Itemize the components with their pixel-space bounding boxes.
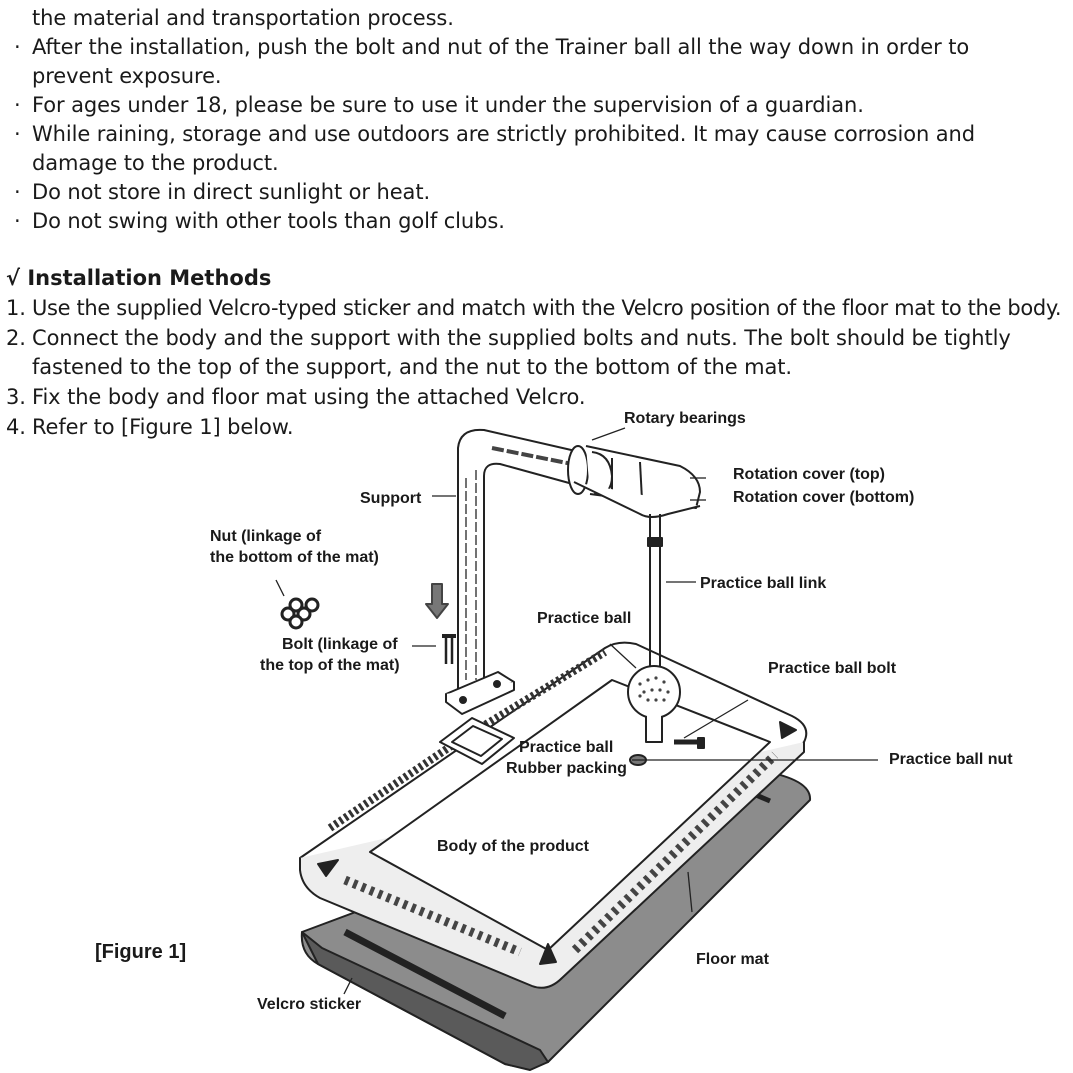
label-practice-ball-nut: Practice ball nut [889,751,1013,768]
label-nut-line1: Nut (linkage of [210,528,322,545]
step-number: 2. [6,326,26,350]
nut-part [280,597,320,630]
label-nut-line2: the bottom of the mat) [210,549,379,566]
bullet-dot: · [14,35,21,59]
step-number: 4. [6,415,26,439]
product-body [299,641,808,989]
bullet-dot: · [14,180,21,204]
installation-heading: √ Installation Methods [6,266,272,290]
step-text: Use the supplied Velcro-typed sticker an… [32,296,1062,320]
caution-line: damage to the product. [32,151,279,175]
leader-lines [275,427,878,995]
label-body-of-product: Body of the product [437,838,589,855]
figure-caption: [Figure 1] [95,941,187,963]
label-support: Support [360,490,422,507]
support-arm [425,428,581,715]
label-practice-ball: Practice ball [537,610,632,627]
label-practice-ball-link: Practice ball link [700,575,827,592]
label-bolt-line2: the top of the mat) [260,657,400,674]
bullet-dot: · [14,209,21,233]
label-bolt-line1: Bolt (linkage of [282,636,398,653]
label-rotation-cover-top: Rotation cover (top) [733,466,885,483]
rotary-head [567,445,701,518]
step-text: Fix the body and floor mat using the att… [32,385,586,409]
practice-ball-bolt-part [674,737,705,749]
label-rubber-line1: Practice ball [519,739,614,756]
bolt-part [442,634,456,664]
step-text: Connect the body and the support with th… [32,326,1011,350]
caution-line: Do not swing with other tools than golf … [32,209,505,233]
step-number: 3. [6,385,26,409]
label-rotation-cover-bottom: Rotation cover (bottom) [733,489,915,506]
caution-line: While raining, storage and use outdoors … [32,122,975,146]
caution-line: For ages under 18, please be sure to use… [32,93,864,117]
label-rotary-bearings: Rotary bearings [624,410,746,427]
caution-line: After the installation, push the bolt an… [32,35,970,59]
caution-line: the material and transportation process. [32,6,454,30]
bullet-dot: · [14,93,21,117]
step-text: fastened to the top of the support, and … [32,355,792,379]
bullet-dot: · [14,122,21,146]
caution-line: Do not store in direct sunlight or heat. [32,180,431,204]
step-text: Refer to [Figure 1] below. [32,415,294,439]
practice-ball-link [647,514,663,672]
label-rubber-line2: Rubber packing [506,760,627,777]
step-number: 1. [6,296,26,320]
caution-line: prevent exposure. [32,64,222,88]
label-practice-ball-bolt: Practice ball bolt [768,660,897,677]
label-velcro-sticker: Velcro sticker [257,996,362,1013]
label-floor-mat: Floor mat [696,951,769,968]
